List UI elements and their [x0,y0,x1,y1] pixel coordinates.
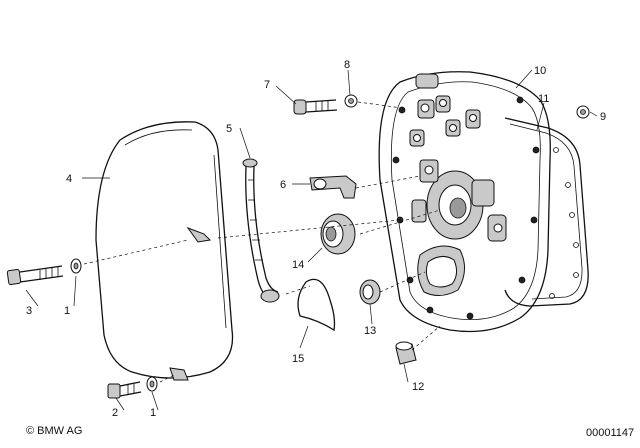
washer-lower [146,376,158,392]
seal-ring [359,279,381,305]
callout-4: 4 [66,173,72,185]
image-number: 00001147 [586,427,634,439]
gasket [504,117,589,307]
callout-3: 3 [26,305,32,317]
callout-11: 11 [538,93,549,105]
clamp-bracket [309,175,357,199]
housing-cover [378,71,551,333]
long-bolt [6,265,64,286]
washer-9 [576,105,590,119]
front-cover [95,121,234,381]
callout-2: 2 [112,407,118,419]
washer-8 [344,94,358,108]
callout-10: 10 [534,65,546,77]
callout-1-upper: 1 [64,305,70,317]
callout-6: 6 [280,179,286,191]
callout-12: 12 [412,381,424,393]
cap-screw [293,99,338,115]
sleeve [395,341,417,365]
sealing-cord [297,278,336,332]
shaft-seal [320,213,356,255]
callout-14: 14 [292,259,304,271]
callout-5: 5 [226,123,232,135]
washer-upper [70,258,82,274]
callout-13: 13 [364,325,376,337]
callout-8: 8 [344,59,350,71]
callout-7: 7 [264,79,270,91]
copyright-text: © BMW AG [26,425,82,437]
callout-1-lower: 1 [150,407,156,419]
short-bolt [107,381,142,399]
callout-15: 15 [292,353,304,365]
leader-lines [25,69,598,411]
callout-9: 9 [600,111,606,123]
hose [242,158,280,303]
